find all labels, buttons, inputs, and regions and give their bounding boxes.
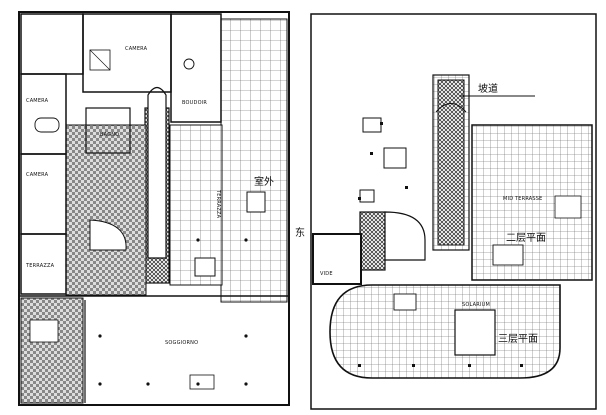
- stair-curve: [89, 219, 127, 251]
- room-label-terrazza: TERRAZZA: [215, 189, 221, 219]
- room-label-boudoir: BOUDOIR: [182, 100, 207, 106]
- right-plan: 坡道 二层平面 三层平面 MID TERRASSE SOLARIUM VIDE: [310, 13, 597, 410]
- room-boudoir: [170, 13, 222, 123]
- terrazza-tiles-right: [220, 18, 288, 303]
- fixture-box-1: [89, 49, 111, 71]
- room-label-camera-left: CAMERA: [26, 98, 49, 104]
- planter-box-2: [246, 191, 266, 213]
- room-label-vide: VIDE: [320, 271, 333, 277]
- room-lower-left: [20, 297, 84, 404]
- direction-label-east: 东: [295, 226, 305, 239]
- annotation-ramp: 坡道: [478, 82, 498, 95]
- stair-block: [359, 211, 386, 271]
- ramp-ramp: [147, 86, 167, 259]
- solarium-inner-box: [454, 309, 496, 356]
- fixture-circle: [183, 58, 195, 70]
- room-label-solarium: SOLARIUM: [462, 302, 490, 308]
- room-label-soggiorno: SOGGIORNO: [165, 340, 198, 346]
- vide-box: [312, 233, 362, 285]
- room-label-camera-top: CAMERA: [125, 46, 148, 52]
- solarium: [329, 284, 561, 379]
- column-dots: [98, 238, 248, 386]
- room-label-mid-terrasse: MID TERRASSE: [503, 196, 543, 202]
- room-terrazza-small: [20, 233, 67, 295]
- room-bagno: [85, 107, 131, 154]
- room-label-bagno: BAGNO: [100, 132, 119, 138]
- hall-floor: [65, 124, 147, 296]
- annotation-outdoor: 室外: [254, 175, 274, 188]
- ramp-tall-mesh: [437, 79, 465, 246]
- room-label-terrazza-small: TERRAZZA: [25, 263, 55, 269]
- annotation-second-floor: 二层平面: [506, 232, 546, 244]
- bathtub: [34, 117, 60, 133]
- annotation-third-floor: 三层平面: [498, 333, 538, 345]
- planter-box: [194, 257, 216, 277]
- left-plan: CAMERA BOUDOIR CAMERA CAMERA BAGNO TERRA…: [18, 11, 290, 406]
- room-label-camera-mid: CAMERA: [26, 172, 49, 178]
